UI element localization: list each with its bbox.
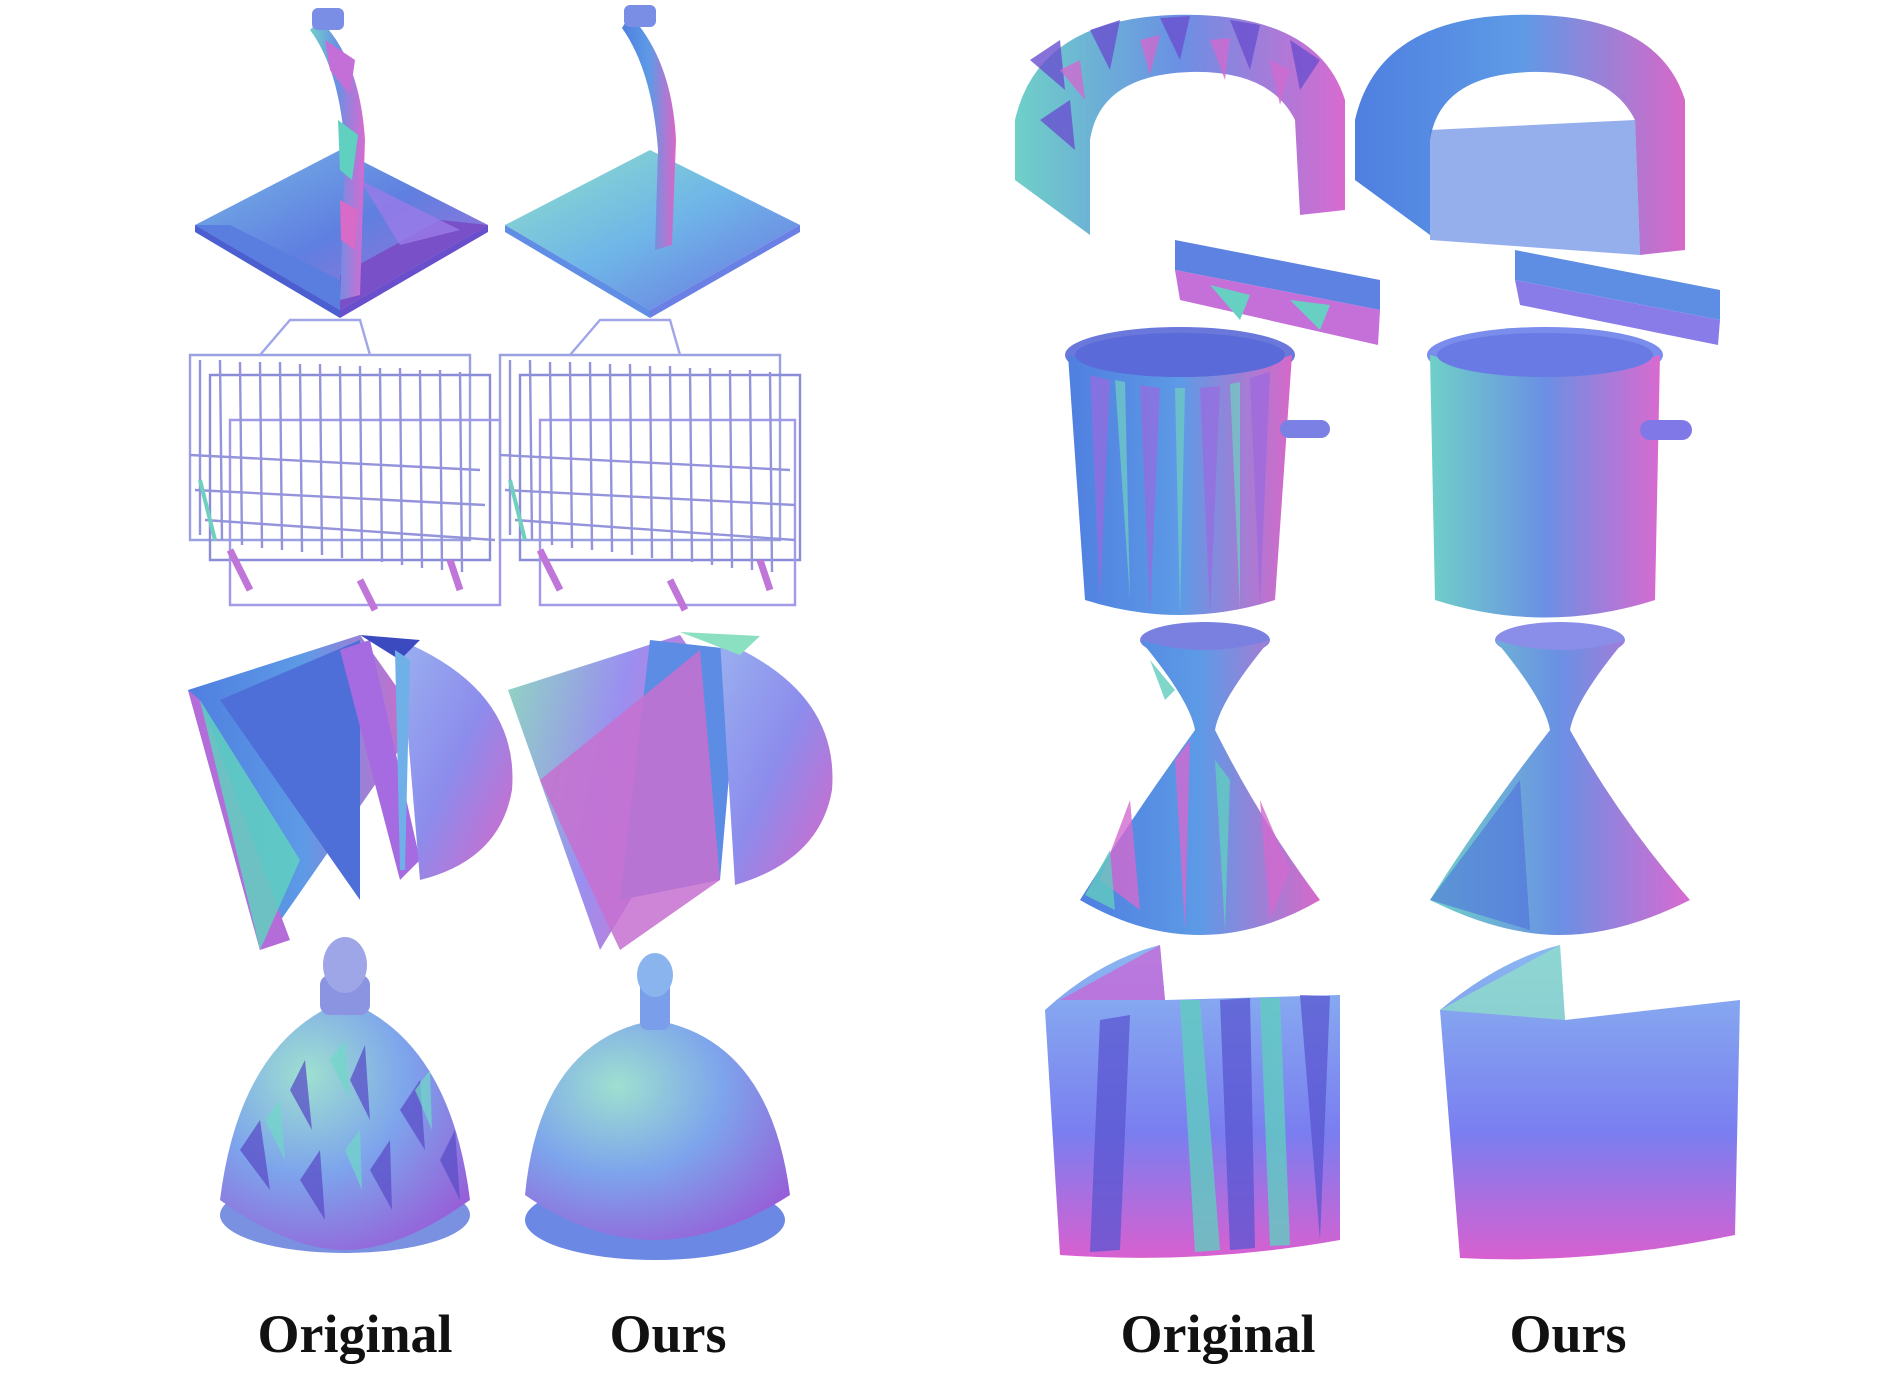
wire-basket-original [188,318,502,612]
pot-original [1065,327,1330,615]
half-cylinder-ours [508,632,833,950]
joystick-original [195,8,488,318]
joystick-ours [505,5,800,318]
column-label-original-right: Original [1120,1304,1315,1364]
arch-original [1015,14,1380,345]
arch-ours [1355,14,1720,345]
hourglass-vase-original [1080,622,1320,935]
bell-lid-ours [525,953,790,1260]
column-label-ours-right: Ours [1509,1304,1626,1364]
hourglass-vase-ours [1430,622,1690,935]
curved-panel-ours [1440,945,1740,1260]
half-cylinder-original [188,635,513,950]
wire-basket-ours [498,318,802,612]
pot-ours [1427,327,1692,618]
column-label-ours-left: Ours [609,1304,726,1364]
curved-panel-original [1045,945,1340,1258]
bell-lid-original [220,937,470,1253]
column-label-original-left: Original [257,1304,452,1364]
